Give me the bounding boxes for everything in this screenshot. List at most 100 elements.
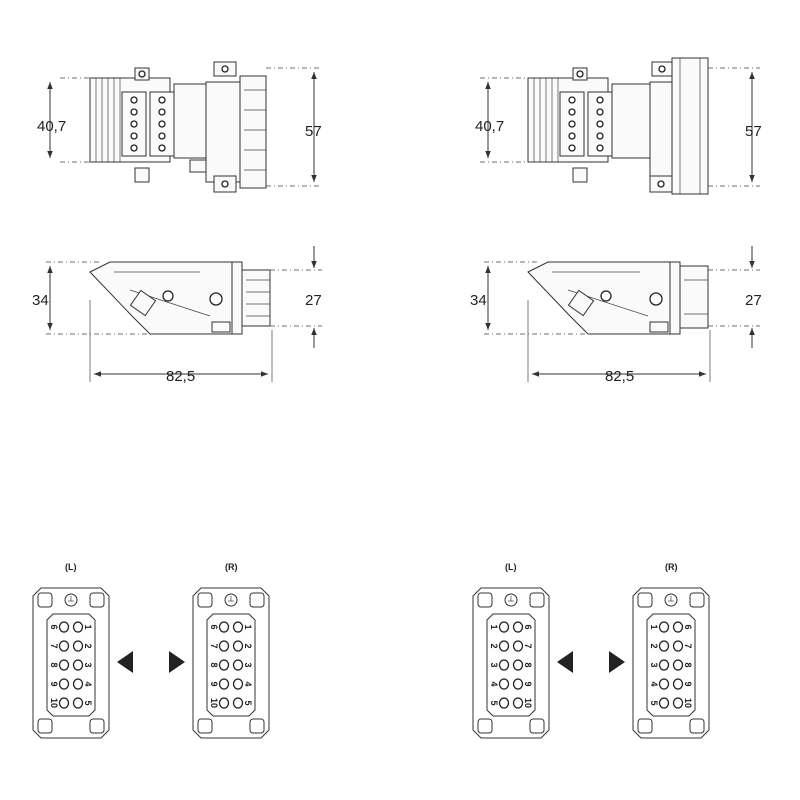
contact-hole (498, 640, 510, 652)
face-plate (192, 587, 270, 739)
ground-icon (504, 593, 518, 607)
face-label: (R) (665, 562, 678, 572)
pin-number: 10 (209, 698, 219, 708)
terminal-column (121, 91, 175, 157)
contact-hole (512, 697, 524, 709)
pin-number: 1 (649, 624, 659, 629)
pin-number: 4 (243, 681, 253, 686)
mounting-hole (37, 592, 53, 608)
contact-hole (218, 678, 230, 690)
side-view-right: 34 27 82,5 (470, 246, 762, 385)
contact-hole (672, 659, 684, 671)
contact-hole (672, 640, 684, 652)
contact-hole (232, 659, 244, 671)
contact-hole (218, 621, 230, 633)
contact-hole (72, 697, 84, 709)
pin-number: 5 (489, 700, 499, 705)
dimension-height-left: 40,7 (37, 118, 66, 135)
pin-number: 2 (489, 643, 499, 648)
mounting-hole (89, 592, 105, 608)
pin-number: 8 (683, 662, 693, 667)
face-plate (472, 587, 550, 739)
contact-hole (58, 659, 70, 671)
dimension-side-height-right: 27 (745, 292, 762, 309)
pin-number: 7 (209, 643, 219, 648)
contact-insert (486, 613, 536, 717)
orientation-arrow-icon (117, 651, 133, 673)
pin-number: 6 (523, 624, 533, 629)
mounting-hole (637, 592, 653, 608)
pin-number: 10 (49, 698, 59, 708)
pin-number: 1 (243, 624, 253, 629)
face-label: (L) (65, 562, 77, 572)
dimension-side-height-left: 34 (470, 292, 487, 309)
contact-hole (58, 678, 70, 690)
mounting-hole (197, 718, 213, 734)
contact-hole (512, 640, 524, 652)
pin-number: 5 (243, 700, 253, 705)
top-view-left: 40,7 57 (37, 61, 322, 193)
pin-number: 4 (649, 681, 659, 686)
pin-number: 6 (209, 624, 219, 629)
contact-hole (232, 640, 244, 652)
contact-hole (498, 678, 510, 690)
pin-number: 2 (243, 643, 253, 648)
mounting-hole (37, 718, 53, 734)
contact-hole (72, 659, 84, 671)
contact-hole (218, 697, 230, 709)
pin-number: 9 (683, 681, 693, 686)
dimension-length: 82,5 (605, 368, 634, 385)
pin-number: 8 (209, 662, 219, 667)
contact-hole (58, 697, 70, 709)
contact-insert (646, 613, 696, 717)
pin-number: 4 (83, 681, 93, 686)
mounting-hole (689, 718, 705, 734)
mounting-hole (529, 718, 545, 734)
contact-hole (72, 640, 84, 652)
mounting-hole (689, 592, 705, 608)
contact-hole (512, 659, 524, 671)
pin-number: 1 (83, 624, 93, 629)
mounting-hole (477, 718, 493, 734)
dimension-height-right: 57 (745, 123, 762, 140)
pin-number: 7 (683, 643, 693, 648)
top-view-right: 40,7 57 (475, 57, 762, 195)
pin-number: 3 (243, 662, 253, 667)
pin-number: 9 (523, 681, 533, 686)
mounting-hole (197, 592, 213, 608)
contact-insert (46, 613, 96, 717)
ground-icon (64, 593, 78, 607)
contact-hole (232, 697, 244, 709)
pin-number: 3 (489, 662, 499, 667)
orientation-arrow-icon (169, 651, 185, 673)
face-label: (L) (505, 562, 517, 572)
contact-hole (512, 678, 524, 690)
contact-hole (498, 621, 510, 633)
pin-number: 2 (83, 643, 93, 648)
pin-number: 9 (49, 681, 59, 686)
contact-hole (658, 621, 670, 633)
terminal-column (559, 91, 613, 157)
pin-number: 7 (49, 643, 59, 648)
orientation-arrow-icon (557, 651, 573, 673)
mounting-hole (89, 718, 105, 734)
contact-hole (218, 640, 230, 652)
dimension-side-height-right: 27 (305, 292, 322, 309)
contact-hole (232, 678, 244, 690)
contact-hole (218, 659, 230, 671)
dimension-height-left: 40,7 (475, 118, 504, 135)
contact-hole (672, 621, 684, 633)
dimension-length: 82,5 (166, 368, 195, 385)
side-view-left: 34 27 82,5 (32, 246, 322, 385)
pin-number: 7 (523, 643, 533, 648)
mounting-hole (249, 718, 265, 734)
mounting-hole (637, 718, 653, 734)
contact-hole (58, 621, 70, 633)
pin-number: 5 (649, 700, 659, 705)
contact-hole (658, 678, 670, 690)
